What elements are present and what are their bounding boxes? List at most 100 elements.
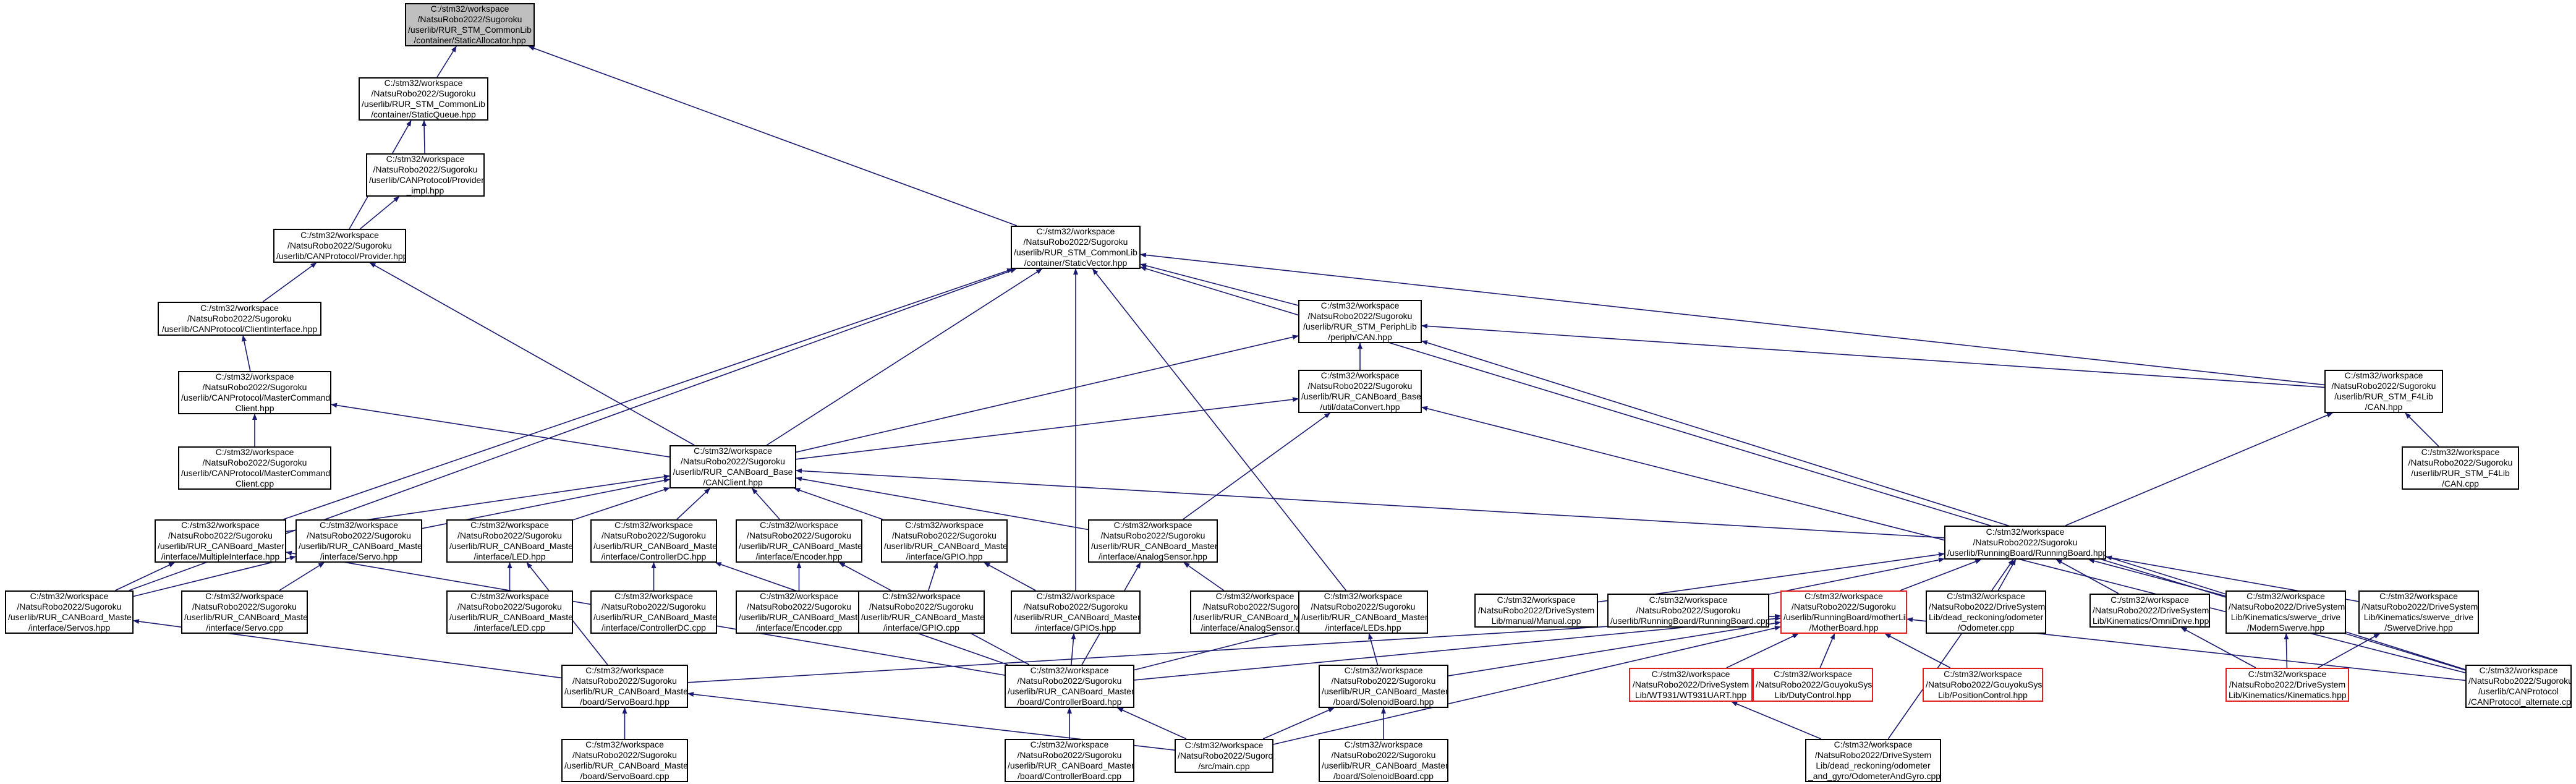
node-label-line: C:/stm32/workspace	[2379, 591, 2458, 601]
node-swerve-drive-hpp[interactable]: C:/stm32/workspace/NatsuRobo2022/DriveSy…	[2358, 590, 2479, 634]
node-analog-sensor-hpp[interactable]: C:/stm32/workspace/NatsuRobo2022/Sugorok…	[1088, 519, 1218, 563]
node-label-line: C:/stm32/workspace	[2344, 370, 2423, 380]
node-provider-impl[interactable]: C:/stm32/workspace/NatsuRobo2022/Sugorok…	[366, 153, 485, 197]
node-provider[interactable]: C:/stm32/workspace/NatsuRobo2022/Sugorok…	[273, 229, 406, 263]
node-controller-board-cpp[interactable]: C:/stm32/workspace/NatsuRobo2022/Sugorok…	[1005, 739, 1134, 782]
node-manual-cpp[interactable]: C:/stm32/workspace/NatsuRobo2022/DriveSy…	[1474, 594, 1598, 628]
node-label-line: /NatsuRobo2022/Sugoroku	[187, 313, 292, 323]
include-edge-leds-hpp-to-static-vector	[1092, 268, 1347, 591]
node-solenoid-board-hpp[interactable]: C:/stm32/workspace/NatsuRobo2022/Sugorok…	[1319, 665, 1448, 708]
node-label-line: /interface/Servo.hpp	[320, 552, 398, 561]
node-label-line: /NatsuRobo2022/Sugoroku	[1636, 605, 1741, 615]
node-label-line: /NatsuRobo2022/Sugoroku	[1973, 537, 2078, 547]
node-static-allocator[interactable]: C:/stm32/workspace/NatsuRobo2022/Sugorok…	[405, 3, 535, 46]
node-label-line: /userlib/RUR_STM_CommonLib	[362, 99, 485, 109]
node-client-interface[interactable]: C:/stm32/workspace/NatsuRobo2022/Sugorok…	[158, 302, 321, 336]
include-edge-main-cpp-to-mother-board-hpp	[1273, 625, 1781, 745]
node-label-line: Lib/Kinematics/swerve_drive	[2230, 612, 2341, 622]
node-label-line: Lib/Kinematics/Kinematics.hpp	[2229, 690, 2347, 700]
include-edge-static-queue-to-static-allocator	[436, 46, 457, 78]
node-servo-board-cpp[interactable]: C:/stm32/workspace/NatsuRobo2022/Sugorok…	[561, 739, 688, 782]
node-label-line: /interface/AnalogSensor.hpp	[1099, 552, 1207, 561]
node-odometer-and-gyro-cpp[interactable]: C:/stm32/workspace/NatsuRobo2022/DriveSy…	[1805, 739, 1941, 782]
node-modern-swerve-hpp[interactable]: C:/stm32/workspace/NatsuRobo2022/DriveSy…	[2225, 590, 2346, 634]
node-running-board-cpp[interactable]: C:/stm32/workspace/NatsuRobo2022/Sugorok…	[1607, 594, 1769, 628]
node-label-line: C:/stm32/workspace	[1947, 591, 2025, 601]
node-wt931-uart-hpp[interactable]: C:/stm32/workspace/NatsuRobo2022/DriveSy…	[1629, 668, 1753, 702]
node-label-line: /NatsuRobo2022/Sugoroku	[417, 14, 522, 24]
include-edge-client-interface-to-provider	[262, 262, 317, 302]
include-edge-gpio-hpp-to-can-client	[794, 488, 883, 520]
node-controller-dc-hpp[interactable]: C:/stm32/workspace/NatsuRobo2022/Sugorok…	[590, 519, 717, 563]
include-edge-can-client-to-static-vector	[766, 268, 1043, 446]
node-label-line: /CANClient.hpp	[703, 477, 763, 487]
include-edge-f4lib-can-to-periph-can	[1421, 323, 2325, 388]
node-solenoid-board-cpp[interactable]: C:/stm32/workspace/NatsuRobo2022/Sugorok…	[1319, 739, 1448, 782]
node-gpio-cpp[interactable]: C:/stm32/workspace/NatsuRobo2022/Sugorok…	[858, 590, 985, 634]
node-label-line: /userlib/RUR_CANBoard_Master	[1008, 761, 1134, 770]
node-label-line: /periph/CAN.hpp	[1328, 332, 1392, 342]
node-label-line: /MotherBoard.hpp	[1809, 623, 1879, 633]
node-static-vector[interactable]: C:/stm32/workspace/NatsuRobo2022/Sugorok…	[1011, 226, 1141, 269]
node-label-line: /NatsuRobo2022/Sugoroku	[457, 530, 562, 540]
node-data-convert[interactable]: C:/stm32/workspace/NatsuRobo2022/Sugorok…	[1298, 370, 1422, 413]
include-edge-servo-cpp-to-servo-hpp	[279, 562, 325, 591]
node-label-line: /NatsuRobo2022/Sugoroku	[1331, 750, 1436, 760]
include-edge-controller-board-hpp-to-gpios-hpp	[1071, 633, 1076, 665]
node-label-line: /NatsuRobo2022/Sugoroku	[373, 164, 478, 174]
node-static-queue[interactable]: C:/stm32/workspace/NatsuRobo2022/Sugorok…	[359, 77, 488, 121]
node-label-line: /userlib/RUR_CANBoard_Master	[449, 612, 573, 622]
include-edge-running-board-hpp-to-can-client	[796, 468, 1945, 539]
node-f4lib-can-cpp[interactable]: C:/stm32/workspace/NatsuRobo2022/Sugorok…	[2402, 446, 2519, 490]
node-main-cpp[interactable]: C:/stm32/workspace/NatsuRobo2022/Sugorok…	[1175, 739, 1273, 773]
node-led-hpp[interactable]: C:/stm32/workspace/NatsuRobo2022/Sugorok…	[446, 519, 573, 563]
node-label-line: /userlib/CANProtocol	[2478, 686, 2559, 696]
node-led-cpp[interactable]: C:/stm32/workspace/NatsuRobo2022/Sugorok…	[446, 590, 573, 634]
node-label-line: C:/stm32/workspace	[320, 520, 398, 530]
node-position-control-hpp[interactable]: C:/stm32/workspace/NatsuRobo2022/Gouyoku…	[1923, 668, 2043, 702]
node-mother-board-hpp[interactable]: C:/stm32/workspace/NatsuRobo2022/Sugorok…	[1780, 590, 1907, 634]
node-label-line: /NatsuRobo2022/Sugoroku	[601, 602, 706, 611]
include-edge-master-command-client-to-client-interface	[241, 335, 251, 372]
node-label-line: /userlib/CANProtocol/ClientInterface.hpp	[161, 324, 318, 334]
node-controller-dc-cpp[interactable]: C:/stm32/workspace/NatsuRobo2022/Sugorok…	[590, 590, 717, 634]
node-can-client[interactable]: C:/stm32/workspace/NatsuRobo2022/Sugorok…	[670, 445, 796, 488]
node-f4lib-can[interactable]: C:/stm32/workspace/NatsuRobo2022/Sugorok…	[2324, 370, 2443, 413]
node-running-board-hpp[interactable]: C:/stm32/workspace/NatsuRobo2022/Sugorok…	[1944, 526, 2106, 560]
node-label-line: /board/ControllerBoard.hpp	[1017, 697, 1122, 707]
node-kinematics-hpp[interactable]: C:/stm32/workspace/NatsuRobo2022/DriveSy…	[2225, 668, 2349, 702]
node-servos-hpp[interactable]: C:/stm32/workspace/NatsuRobo2022/Sugorok…	[5, 590, 134, 634]
node-label-line: /NatsuRobo2022/Sugoroku	[1017, 750, 1122, 760]
node-encoder-cpp[interactable]: C:/stm32/workspace/NatsuRobo2022/Sugorok…	[736, 590, 862, 634]
node-gpios-hpp[interactable]: C:/stm32/workspace/NatsuRobo2022/Sugorok…	[1011, 590, 1141, 634]
node-odometer-cpp[interactable]: C:/stm32/workspace/NatsuRobo2022/DriveSy…	[1926, 590, 2046, 634]
include-edge-analog-sensor-hpp-to-can-client	[796, 476, 1089, 530]
node-master-command-client[interactable]: C:/stm32/workspace/NatsuRobo2022/Sugorok…	[178, 371, 331, 414]
node-label-line: /NatsuRobo2022/Sugoroku	[2468, 676, 2572, 686]
node-servo-cpp[interactable]: C:/stm32/workspace/NatsuRobo2022/Sugorok…	[181, 590, 308, 634]
node-label-line: /NatsuRobo2022/Sugoroku	[307, 530, 411, 540]
node-servo-hpp[interactable]: C:/stm32/workspace/NatsuRobo2022/Sugorok…	[295, 519, 422, 563]
node-servo-board-hpp[interactable]: C:/stm32/workspace/NatsuRobo2022/Sugorok…	[561, 665, 688, 708]
node-label-line: C:/stm32/workspace	[1324, 591, 1403, 601]
node-label-line: /userlib/RUR_CANBoard_Master	[1322, 761, 1448, 770]
node-canprotocol-alternate-cpp[interactable]: C:/stm32/workspace/NatsuRobo2022/Sugorok…	[2465, 665, 2572, 708]
node-omni-drive-hpp[interactable]: C:/stm32/workspace/NatsuRobo2022/DriveSy…	[2089, 594, 2210, 628]
node-encoder-hpp[interactable]: C:/stm32/workspace/NatsuRobo2022/Sugorok…	[736, 519, 862, 563]
node-label-line: /userlib/RUR_CANBoard_Master	[184, 612, 308, 622]
node-label-line: /NatsuRobo2022/Sugoroku	[168, 530, 273, 540]
include-edge-controller-board-hpp-to-mother-board-hpp	[1134, 616, 1781, 681]
node-label-line: /NatsuRobo2022/Sugoroku	[1023, 237, 1128, 247]
node-duty-control-hpp[interactable]: C:/stm32/workspace/NatsuRobo2022/Gouyoku…	[1753, 668, 1873, 702]
node-controller-board-hpp[interactable]: C:/stm32/workspace/NatsuRobo2022/Sugorok…	[1005, 665, 1134, 708]
include-edge-servos-hpp-to-multiple-interface	[115, 562, 176, 591]
node-label-line: /NatsuRobo2022/Sugoroku	[2408, 458, 2513, 467]
node-periph-can[interactable]: C:/stm32/workspace/NatsuRobo2022/Sugorok…	[1298, 300, 1422, 343]
node-multiple-interface[interactable]: C:/stm32/workspace/NatsuRobo2022/Sugorok…	[155, 519, 286, 563]
node-gpio-hpp[interactable]: C:/stm32/workspace/NatsuRobo2022/Sugorok…	[881, 519, 1008, 563]
node-master-command-client-cpp[interactable]: C:/stm32/workspace/NatsuRobo2022/Sugorok…	[178, 446, 331, 490]
node-label-line: /NatsuRobo2022/Sugoroku	[572, 676, 677, 686]
node-leds-hpp[interactable]: C:/stm32/workspace/NatsuRobo2022/Sugorok…	[1298, 590, 1428, 634]
node-label-line: /interface/GPIO.cpp	[883, 623, 959, 633]
node-label-line: Lib/WT931/WT931UART.hpp	[1634, 690, 1747, 700]
